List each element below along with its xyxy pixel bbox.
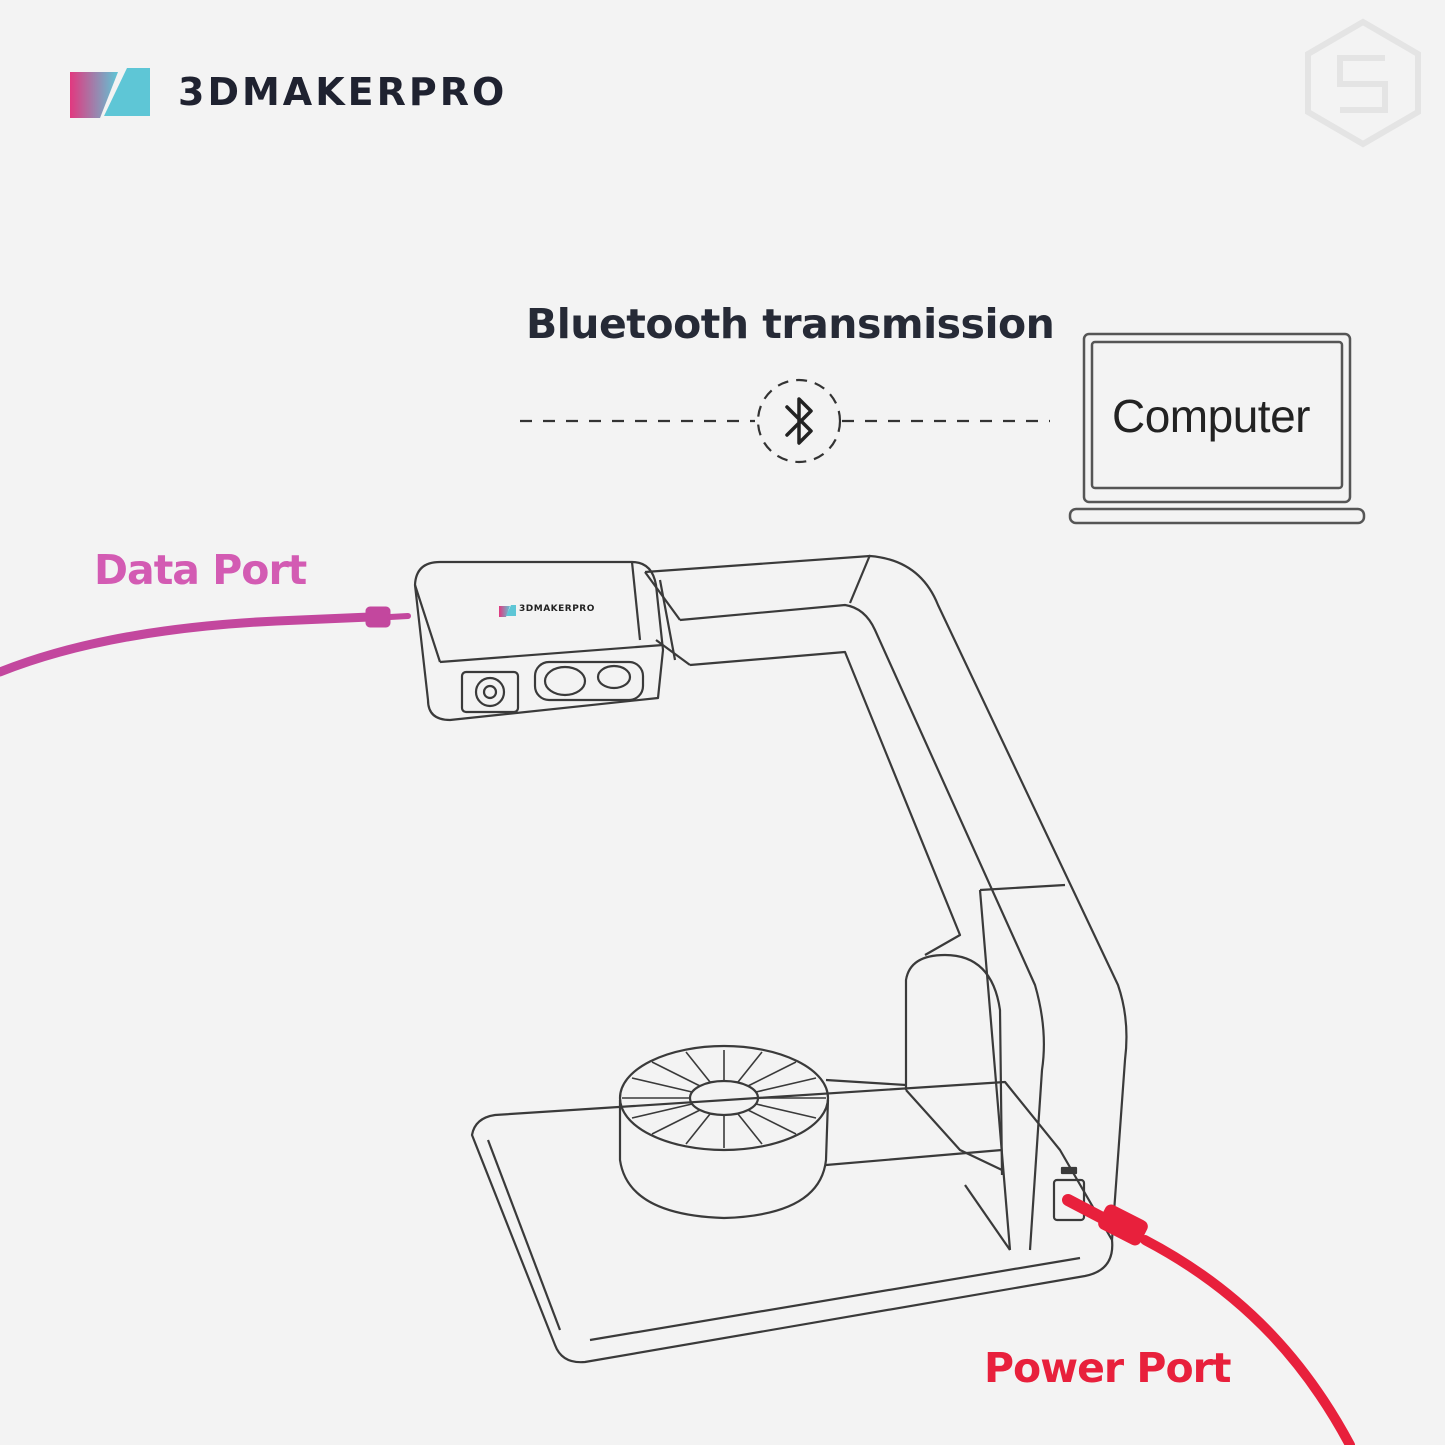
bluetooth-icon bbox=[785, 397, 813, 445]
computer-label: Computer bbox=[1112, 390, 1310, 442]
bluetooth-label: Bluetooth transmission bbox=[526, 300, 1055, 348]
computer-illustration bbox=[1068, 332, 1366, 525]
brand-logo-slot bbox=[70, 66, 150, 118]
device-logo-icon bbox=[499, 605, 516, 617]
brand-logo-icon bbox=[70, 68, 150, 118]
brand-header: 3DMAKERPRO bbox=[70, 66, 507, 118]
data-port-label: Data Port bbox=[94, 546, 307, 594]
data-cable bbox=[0, 606, 411, 677]
scanner-illustration bbox=[413, 554, 1128, 1364]
power-port-label: Power Port bbox=[984, 1344, 1231, 1392]
power-cable bbox=[1062, 1194, 1355, 1445]
brand-name: 3DMAKERPRO bbox=[178, 70, 508, 114]
watermark-icon bbox=[1305, 18, 1421, 148]
device-brand-label: 3DMAKERPRO bbox=[519, 604, 595, 614]
bluetooth-link bbox=[520, 378, 1050, 464]
